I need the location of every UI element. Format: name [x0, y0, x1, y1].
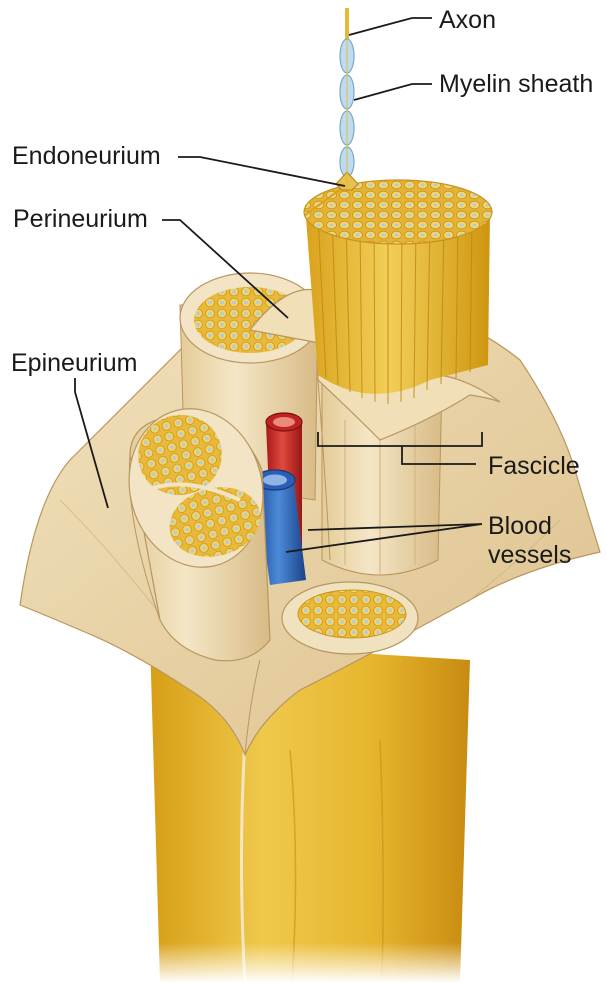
label-endoneurium: Endoneurium [12, 142, 161, 171]
endoneurium-leader [178, 157, 345, 186]
nerve-trunk [140, 640, 480, 983]
label-epineurium: Epineurium [11, 349, 137, 378]
label-fascicle: Fascicle [488, 452, 580, 481]
myelin-leader [354, 84, 432, 100]
label-axon: Axon [439, 6, 496, 35]
label-blood-vessels: Blood vessels [488, 512, 571, 570]
axon-leader [349, 18, 432, 35]
label-myelin-sheath: Myelin sheath [439, 70, 593, 99]
fiber-bundle [304, 180, 492, 404]
small-fascicle [282, 582, 418, 654]
label-perineurium: Perineurium [13, 205, 148, 234]
